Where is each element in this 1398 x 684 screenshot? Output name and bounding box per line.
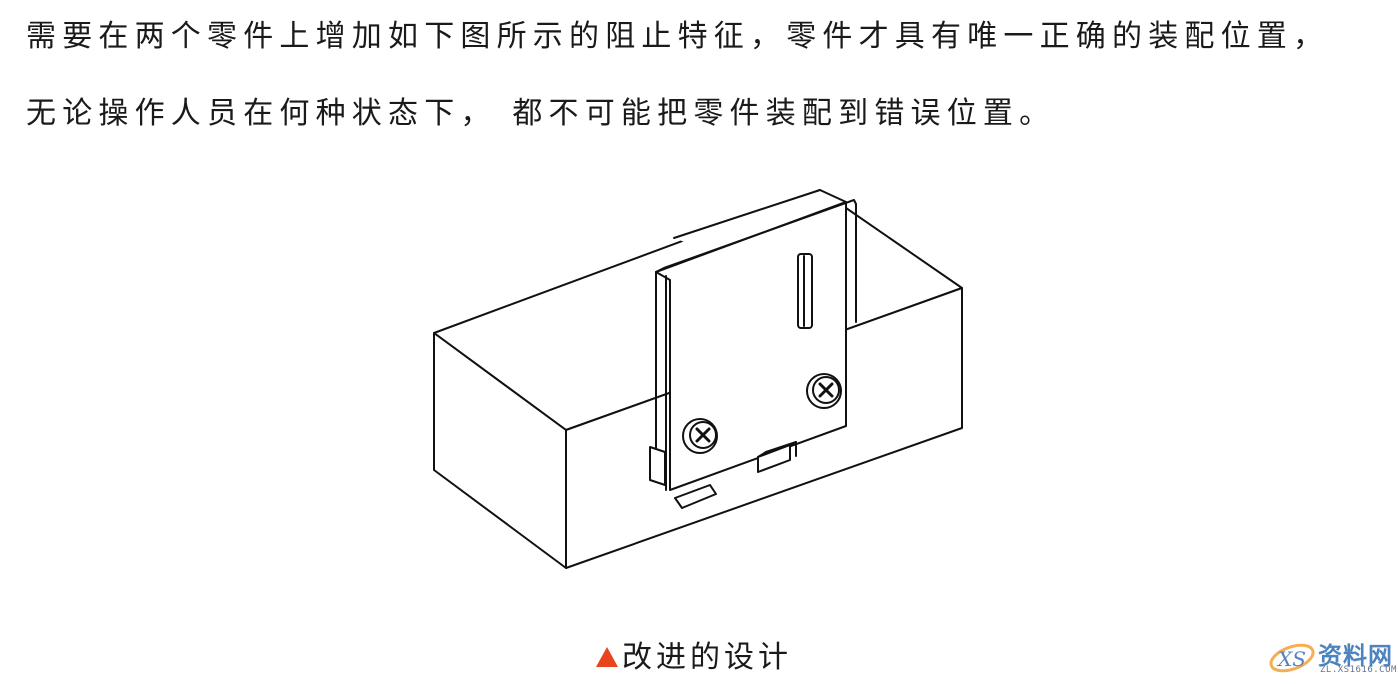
paragraph-line-2: 无论操作人员在何种状态下， 都不可能把零件装配到错误位置。 bbox=[26, 96, 1056, 131]
watermark-title: 资料网 bbox=[1318, 642, 1393, 670]
watermark-url: ZL.XS1616.COM bbox=[1320, 665, 1397, 675]
triangle-marker-icon bbox=[596, 647, 618, 667]
left-stop bbox=[649, 446, 666, 486]
figure-caption: 改进的设计 bbox=[596, 632, 792, 676]
blocking-tab bbox=[757, 444, 791, 473]
assembly-figure bbox=[433, 189, 963, 569]
screw-right-icon bbox=[806, 373, 842, 409]
screw-left-icon bbox=[682, 418, 718, 454]
xs-logo-icon: XS bbox=[1269, 643, 1315, 673]
watermark-logo: XS 资料网 ZL.XS1616.COM bbox=[1268, 634, 1397, 678]
paragraph-line-1: 需要在两个零件上增加如下图所示的阻止特征，零件才具有唯一正确的装配位置， bbox=[26, 19, 1330, 54]
svg-text:XS: XS bbox=[1276, 647, 1306, 671]
block-left-face bbox=[433, 332, 567, 569]
caption-text: 改进的设计 bbox=[622, 640, 792, 675]
